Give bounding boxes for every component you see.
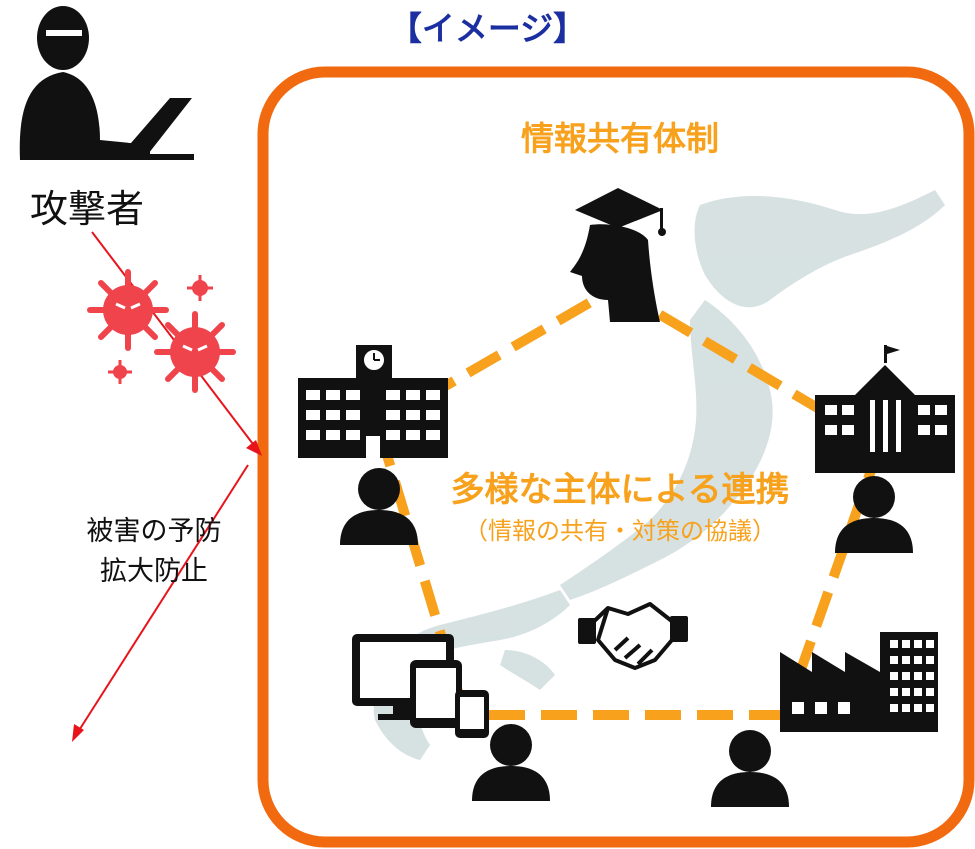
devices-icon: [352, 634, 489, 738]
virus-icon: [87, 269, 236, 393]
damage-prevention-label: 被害の予防 拡大防止: [54, 512, 254, 592]
system-frame: [257, 66, 975, 848]
system-title: 情報共有体制: [521, 119, 719, 158]
damage-line-2: 拡大防止: [100, 556, 208, 587]
image-title: 【イメージ】: [388, 9, 587, 48]
collaboration-label: 多様な主体による連携: [450, 470, 790, 510]
person-icon: [340, 468, 418, 545]
government-building-icon: [815, 345, 955, 473]
attacker-icon: [19, 6, 194, 160]
person-icon: [835, 476, 913, 553]
factory-icon: [780, 632, 938, 732]
handshake-icon: [578, 602, 688, 670]
damage-line-1: 被害の予防: [86, 516, 222, 547]
school-icon: [298, 345, 448, 458]
graduate-icon: [570, 188, 666, 322]
person-icon: [711, 730, 789, 807]
attacker-label: 攻撃者: [29, 187, 144, 231]
collaboration-sublabel: （情報の共有・対策の協議）: [464, 517, 776, 545]
person-icon: [472, 724, 550, 801]
